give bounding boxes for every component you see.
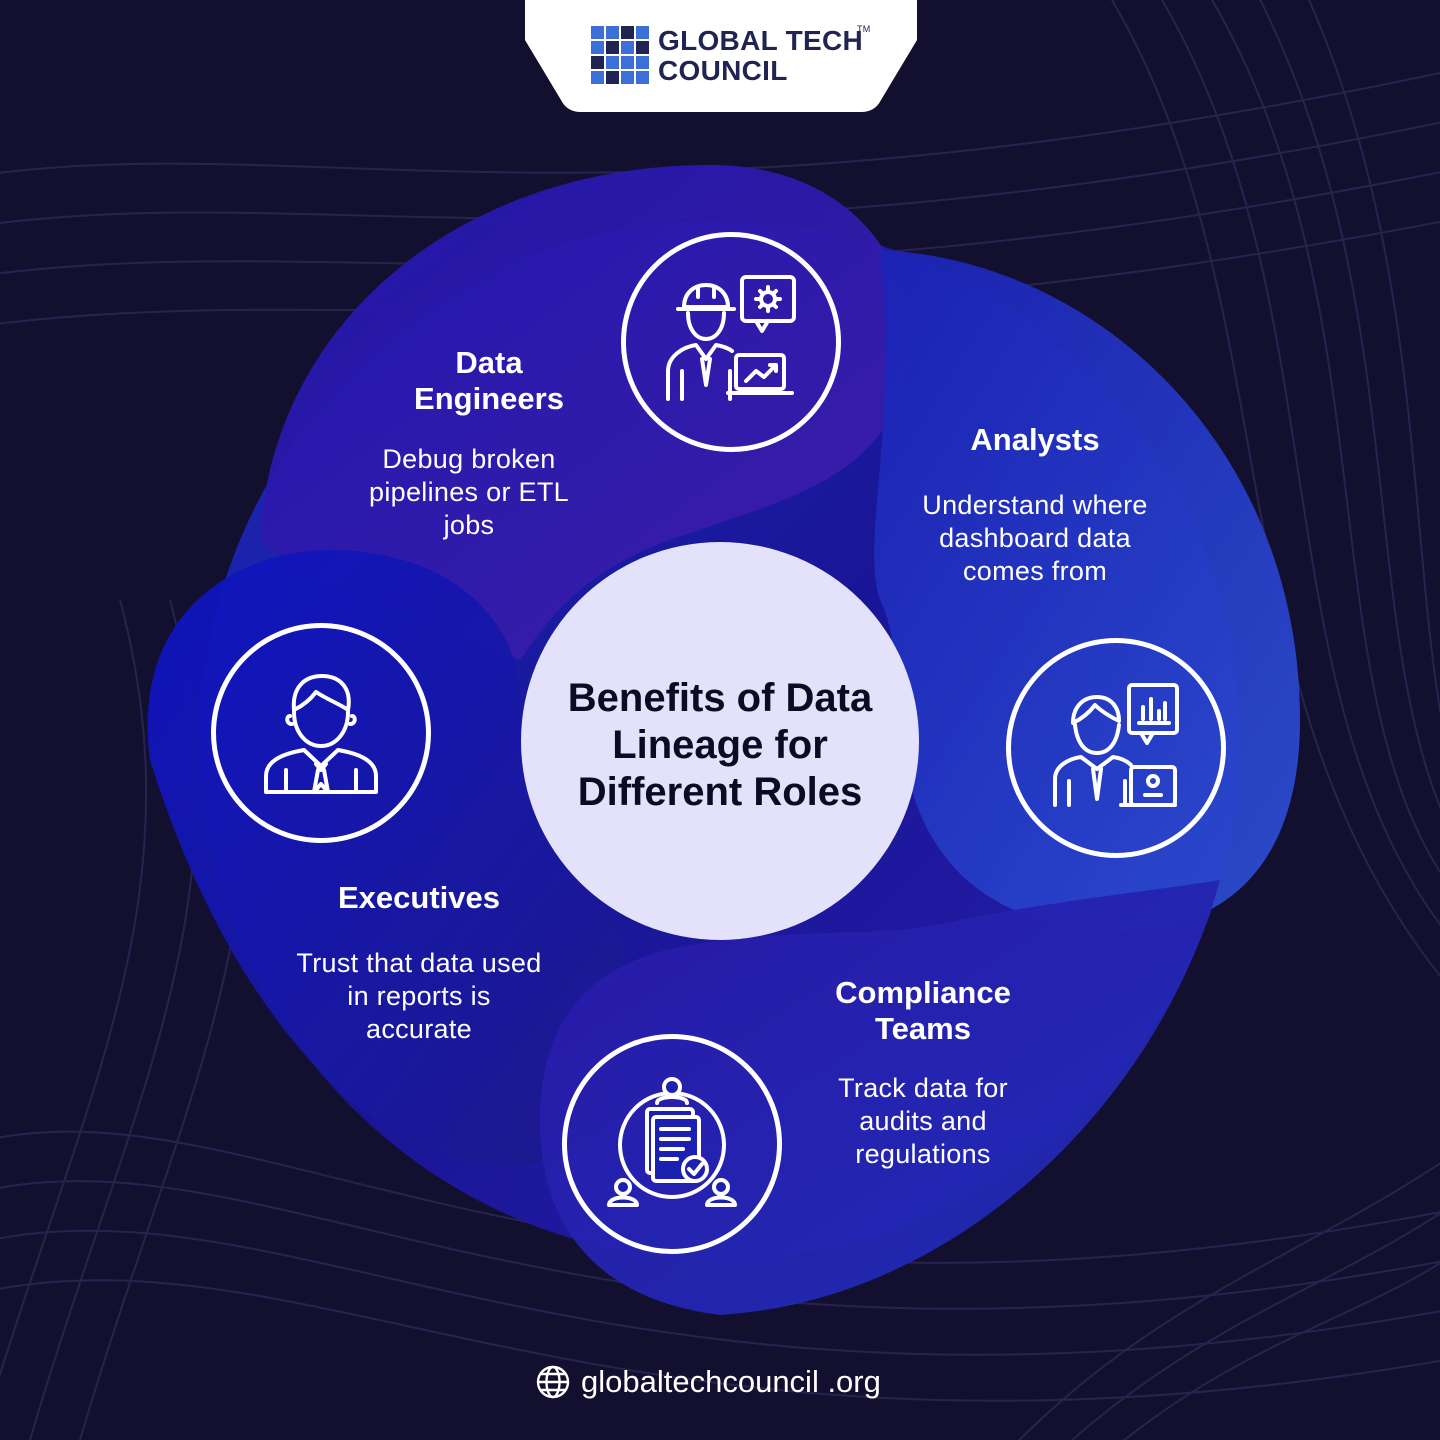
compliance-teams-description: Track data for audits and regulations (838, 1073, 1008, 1169)
compliance-document-icon (607, 1077, 737, 1207)
analysts-description: Understand where dashboard data comes fr… (922, 490, 1148, 586)
logo-line-2: COUNCIL (658, 55, 788, 86)
engineer-with-laptop-icon (666, 275, 796, 401)
data-engineers-icon-ring (621, 232, 841, 452)
center-title: Benefits of Data Lineage for Different R… (567, 675, 873, 814)
analyst-with-chart-icon (1053, 683, 1179, 807)
logo-mark-icon (591, 26, 651, 86)
executives-title: Executives (338, 880, 500, 915)
logo-line-1: GLOBAL TECH (658, 25, 864, 56)
brand-logo: GLOBAL TECH COUNCIL TM (525, 0, 917, 112)
analysts-icon-ring (1006, 638, 1226, 858)
globe-icon (536, 1365, 570, 1399)
analysts-title: Analysts (970, 422, 1100, 457)
data-engineers-title: Data Engineers (414, 345, 564, 416)
center-circle: Benefits of Data Lineage for Different R… (521, 542, 919, 940)
trademark-mark: TM (857, 24, 871, 34)
executive-person-icon (264, 674, 378, 794)
footer-website[interactable]: globaltechcouncil .org (535, 1362, 881, 1402)
executives-icon-ring (211, 623, 431, 843)
compliance-teams-icon-ring (562, 1034, 782, 1254)
website-url[interactable]: globaltechcouncil .org (581, 1364, 881, 1399)
executives-description: Trust that data used in reports is accur… (296, 948, 542, 1044)
logo-wordmark: GLOBAL TECH COUNCIL TM (658, 24, 870, 86)
data-engineers-description: Debug broken pipelines or ETL jobs (369, 444, 569, 540)
compliance-teams-title: Compliance Teams (835, 975, 1011, 1046)
